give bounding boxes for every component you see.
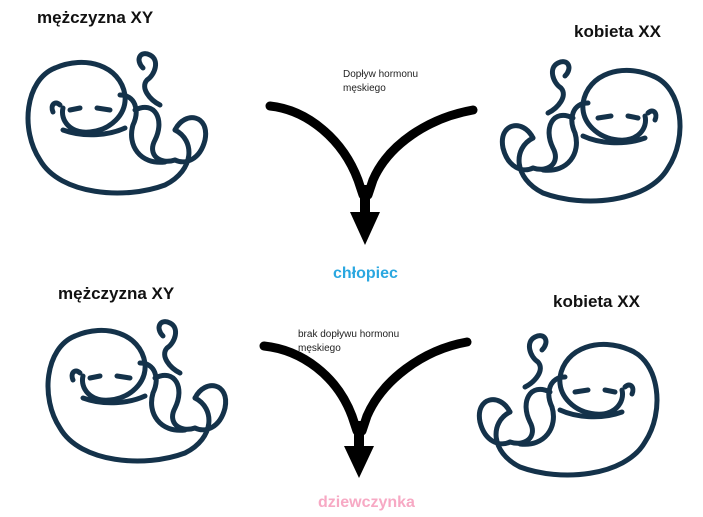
top-hormone-note: Dopływ hormonu męskiego bbox=[343, 68, 418, 96]
bottom-right-parent-label: kobieta XX bbox=[553, 292, 640, 312]
result-boy: chłopiec bbox=[333, 265, 398, 283]
top-left-parent-label: mężczyzna XY bbox=[37, 8, 153, 28]
top-note-line-1: Dopływ hormonu bbox=[343, 68, 418, 82]
top-note-line-2: męskiego bbox=[343, 82, 418, 96]
fetus-icon bbox=[470, 332, 670, 492]
bottom-hormone-note: brak dopływu hormonu męskiego bbox=[298, 328, 399, 356]
merge-arrow-icon bbox=[262, 336, 472, 486]
bottom-left-parent-label: mężczyzna XY bbox=[58, 284, 174, 304]
bottom-note-line-1: brak dopływu hormonu bbox=[298, 328, 399, 342]
fetus-icon bbox=[493, 58, 693, 218]
fetus-icon bbox=[35, 318, 235, 478]
bottom-note-line-2: męskiego bbox=[298, 342, 399, 356]
top-right-parent-label: kobieta XX bbox=[574, 22, 661, 42]
fetus-icon bbox=[15, 50, 215, 210]
result-girl: dziewczynka bbox=[318, 494, 415, 512]
merge-arrow-icon bbox=[268, 100, 478, 250]
